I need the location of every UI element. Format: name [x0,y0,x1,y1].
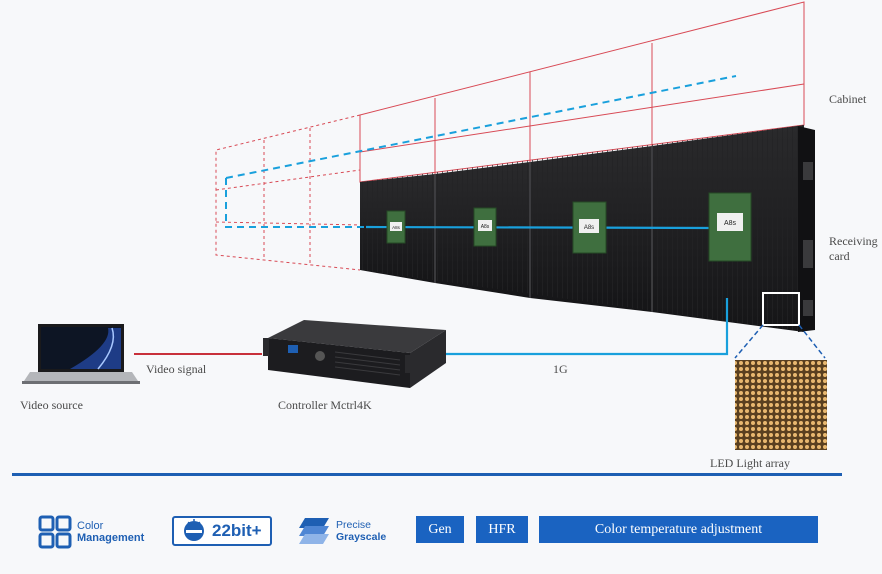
led-light-array-label: LED Light array [710,456,790,470]
led-light-array-image [735,360,827,450]
receiving-card-2: A8s [473,207,497,247]
precise-grayscale-feature: Precise Grayscale [297,516,386,546]
cabinet-outline-dashed [215,114,361,271]
precise-grayscale-line2: Grayscale [336,531,387,543]
data-path-dashed [225,75,737,228]
color-temperature-button[interactable]: Color temperature adjustment [539,516,818,543]
color-management-line1: Color [77,520,104,532]
chip-label: A8s [481,224,490,230]
gen-button[interactable]: Gen [416,516,464,543]
laptop-icon [22,324,140,384]
section-divider [12,473,842,476]
stacked-parallelogram-icon [299,518,329,544]
controller-device [263,320,446,388]
grid-squares-icon [38,515,72,549]
precise-grayscale-line1: Precise [336,519,372,531]
color-management-line2: Management [77,532,145,544]
video-source-label: Video source [20,398,83,412]
led-zoom-callout [734,292,827,450]
color-management-feature: Color Management [38,515,144,549]
receiving-card-3: A8s [572,201,607,254]
bit-depth-badge: 22bit+ [172,516,272,546]
video-signal-label: Video signal [146,362,207,376]
controller-label: Controller Mctrl4K [278,398,372,412]
chip-label: A8s [584,225,594,231]
half-circle-icon [184,519,204,541]
1g-label: 1G [553,362,568,376]
hfr-button[interactable]: HFR [476,516,528,543]
data-path [365,225,729,356]
chip-label: A8s [724,220,737,227]
bit-depth-text: 22bit+ [212,521,262,540]
chip-label: A8s [392,225,401,230]
receiving-card-1: A8s [386,210,406,244]
receiving-card-label: Receiving card [829,234,878,263]
cabinet-label: Cabinet [829,92,867,106]
receiving-card-4: A8s [708,192,752,262]
